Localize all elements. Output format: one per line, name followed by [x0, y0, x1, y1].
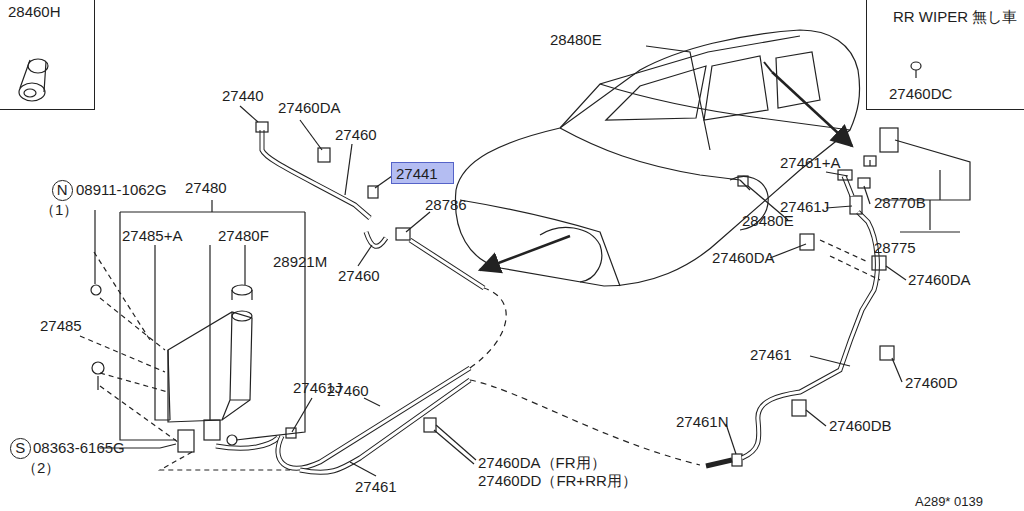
callout-number: 28921M — [273, 254, 327, 271]
washer-tank — [91, 285, 252, 452]
callout-number: 27485+A — [122, 228, 182, 245]
callout-number: 27460 — [335, 127, 377, 144]
callout-number: （1） — [40, 202, 78, 219]
callout-number: 27460DA — [908, 272, 971, 289]
inset-box: 28460H — [0, 0, 95, 110]
callout-number: 27460DA — [278, 100, 341, 117]
callout-number: 27460DC — [889, 86, 952, 103]
node-text: RR WIPER 無し車 — [893, 9, 1017, 26]
group-bracket — [80, 200, 305, 448]
callout-number: 27460 — [338, 268, 380, 285]
callout-number: 27461 — [750, 347, 792, 364]
callout-number: 27480F — [218, 228, 269, 245]
inset-box: RR WIPER 無し車 27460DC — [866, 0, 1024, 110]
direction-arrow — [480, 236, 570, 270]
direction-arrow — [772, 72, 852, 146]
callout-number: 27461 — [355, 479, 397, 496]
node-text: N — [57, 182, 68, 199]
callout-number: 27461N — [676, 414, 729, 431]
hose — [160, 128, 898, 472]
node-text: 27441 — [396, 166, 438, 183]
callout-number: 27460DB — [829, 418, 892, 435]
callout-number: 27480 — [185, 180, 227, 197]
hose — [256, 122, 484, 288]
callout-number: 27460 — [327, 383, 369, 400]
callout-number: 27460DD（FR+RR用） — [478, 473, 637, 490]
car-body — [455, 30, 859, 286]
callout-number: 28786 — [425, 197, 467, 214]
callout-number: 27460D — [905, 375, 958, 392]
callout-number: 27440 — [222, 88, 264, 105]
callout-number: 28770B — [874, 195, 926, 212]
callout-number: 28775 — [874, 240, 916, 257]
highlight-box: 27441 — [391, 162, 454, 184]
callout-number: 27460DA — [712, 250, 775, 267]
callout-number: 28480E — [550, 32, 602, 49]
callout-number: （2） — [22, 460, 60, 477]
callout-number: 27485 — [40, 318, 82, 335]
callout-number: 27460DA（FR用） — [478, 455, 606, 472]
callout-number: 28480E — [742, 213, 794, 230]
plug-icon — [911, 62, 921, 78]
grommet-icon — [19, 59, 48, 101]
node-text: S — [15, 440, 25, 457]
figure-code: A289* 0139 — [915, 495, 983, 509]
symbol-circle: S — [10, 438, 31, 459]
node-text: 28460H — [8, 4, 61, 21]
leader-line — [240, 46, 970, 476]
callout-number: 08911-1062G — [76, 182, 167, 199]
callout-number: 27461+A — [780, 155, 840, 172]
callout-number: 08363-6165G — [33, 440, 125, 457]
symbol-circle: N — [52, 180, 73, 201]
